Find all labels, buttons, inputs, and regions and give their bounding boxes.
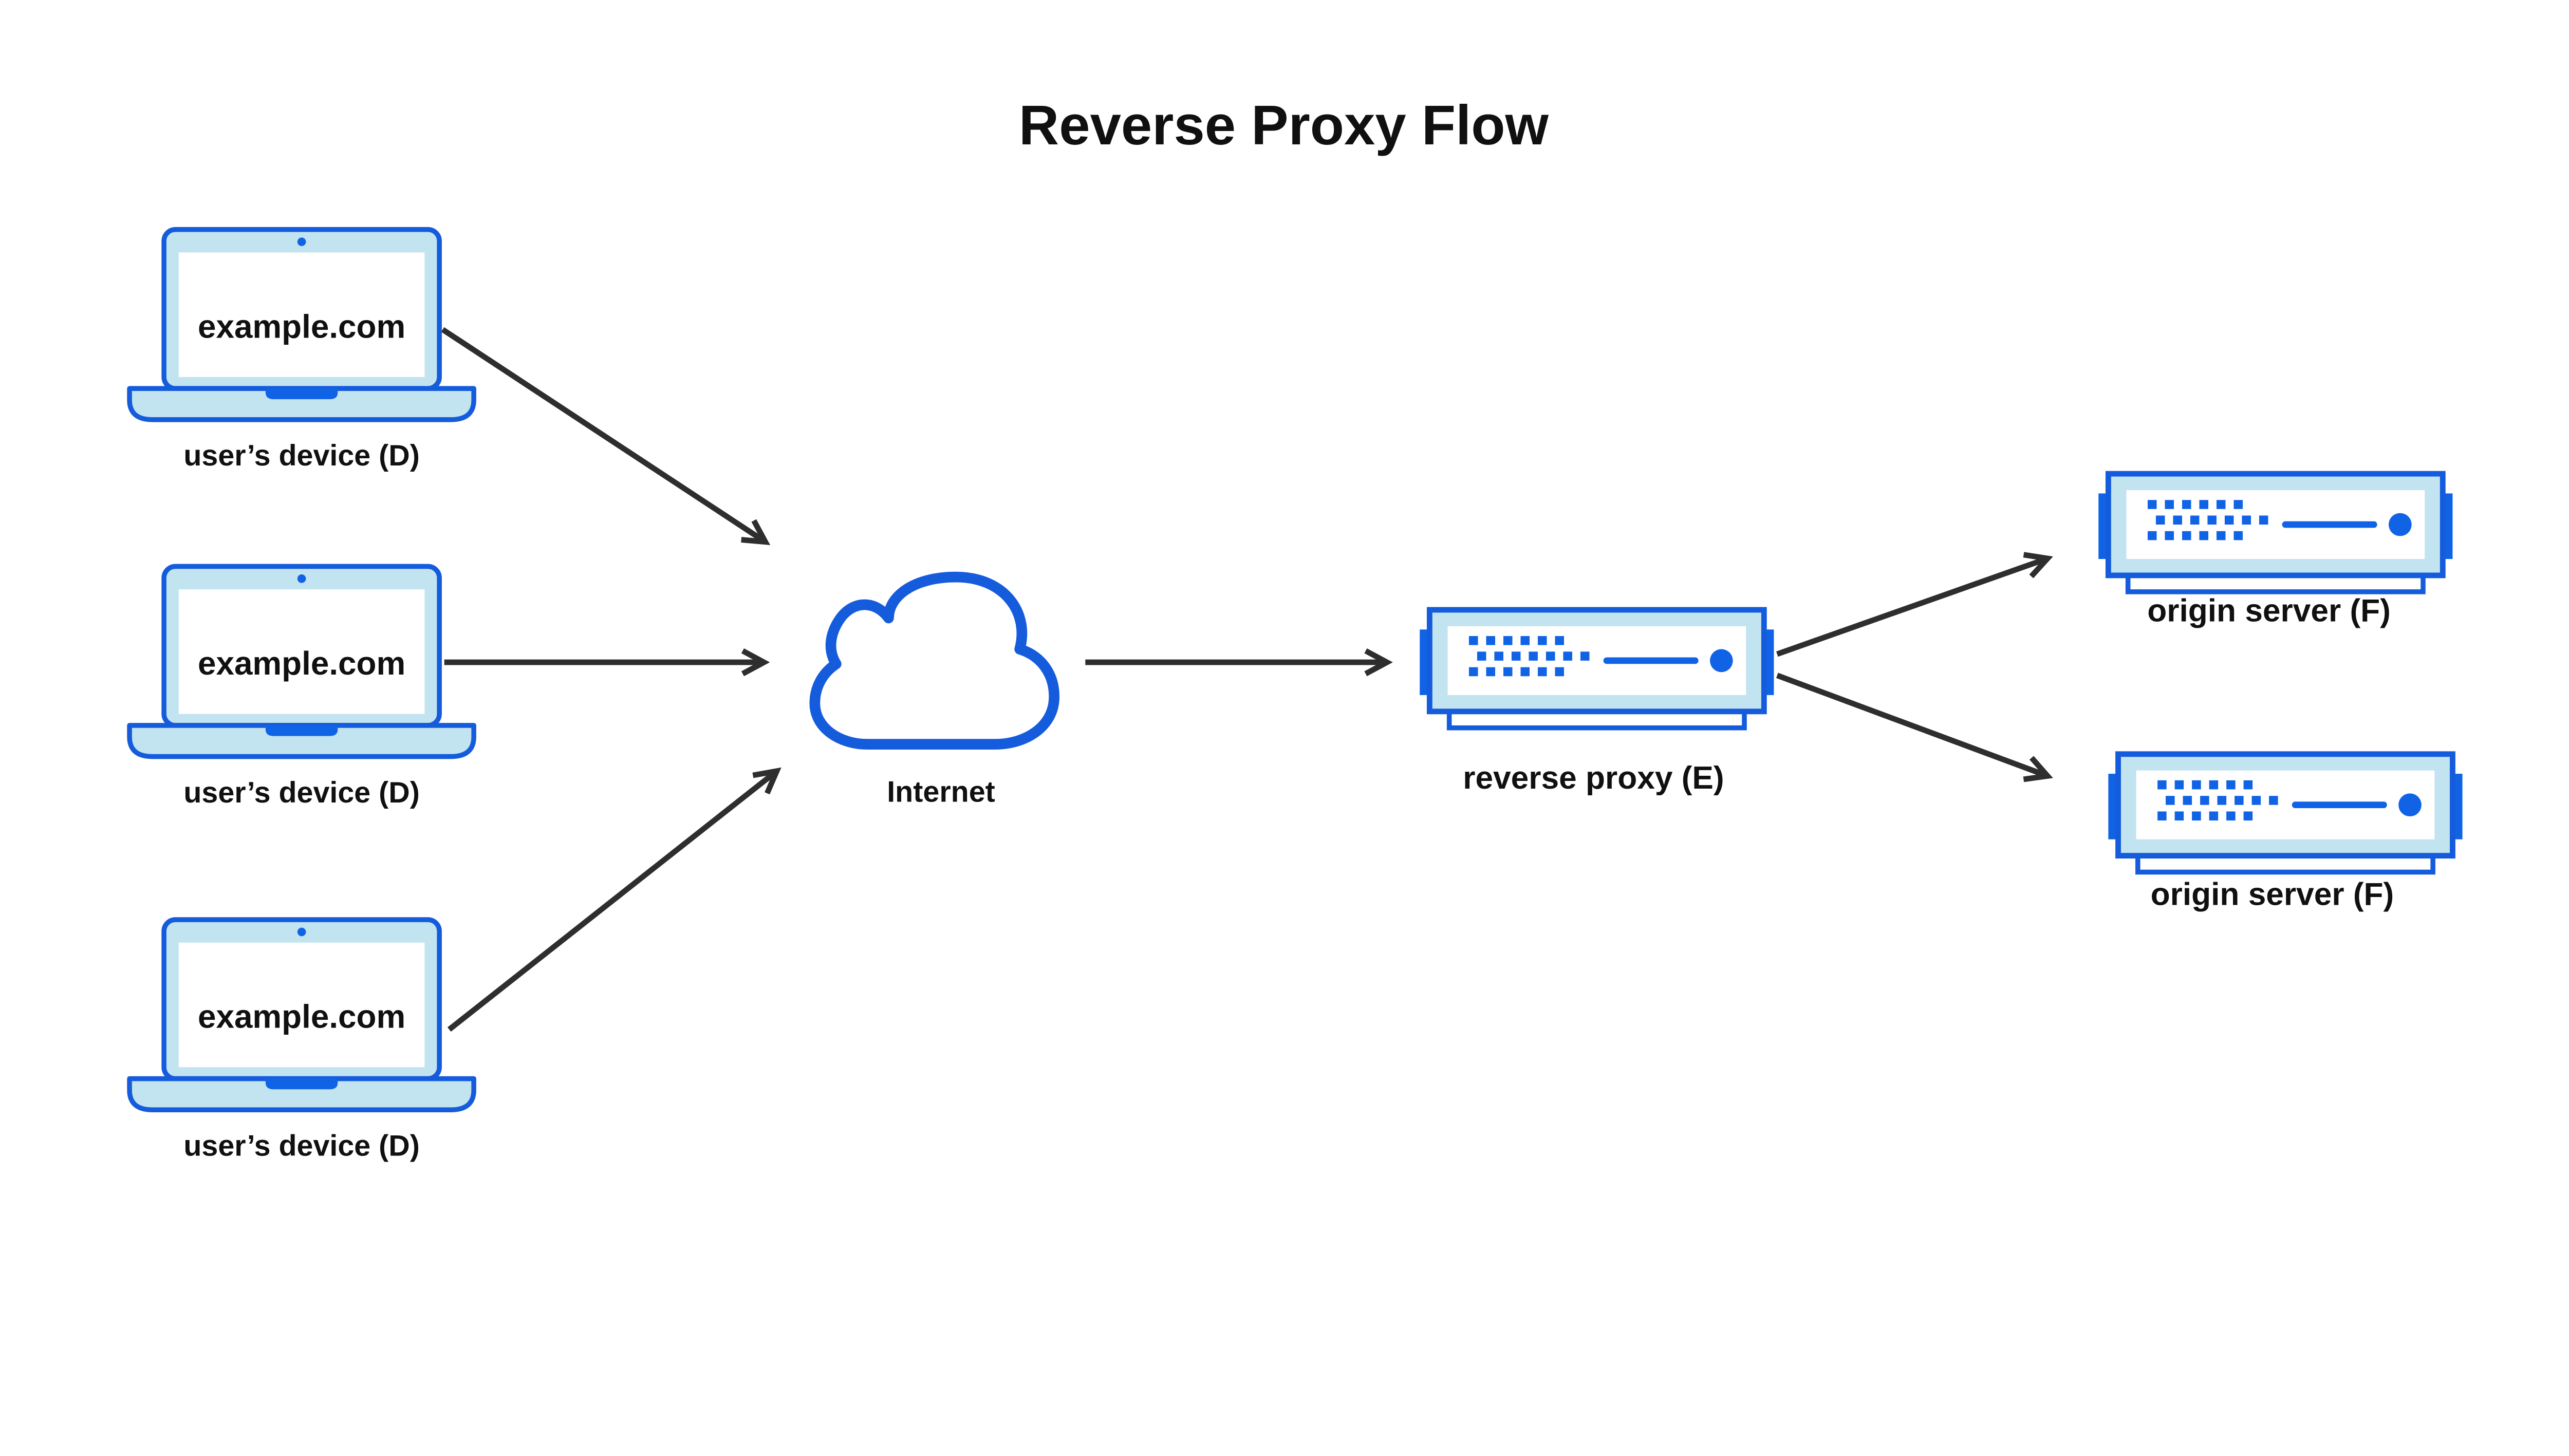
device-screen-text: example.com <box>198 998 405 1035</box>
reverse-proxy-label: reverse proxy (E) <box>1463 760 1724 796</box>
device-label: user’s device (D) <box>183 439 420 472</box>
arrow-proxy-to-origin1 <box>1776 552 2053 657</box>
diagram-stage: Reverse Proxy Flow example.com user’s de… <box>0 94 2569 1163</box>
reverse-proxy-flow-diagram: Reverse Proxy Flow example.com user’s de… <box>0 94 2569 1163</box>
reverse-proxy-node: reverse proxy (E) <box>1420 610 1774 796</box>
origin-server-2: origin server (F) <box>2108 754 2462 912</box>
server-icon <box>1420 610 1774 728</box>
flow-arrows <box>441 327 2053 1032</box>
arrow-proxy-to-origin2 <box>1776 673 2053 782</box>
server-icon <box>2098 474 2452 592</box>
page-title: Reverse Proxy Flow <box>1019 94 1549 156</box>
device-label: user’s device (D) <box>183 1130 420 1163</box>
cloud-icon <box>809 571 1060 750</box>
origin-server-label: origin server (F) <box>2147 593 2391 628</box>
user-device-3: example.com user’s device (D) <box>129 920 474 1163</box>
internet-label: Internet <box>887 775 995 808</box>
internet-node: Internet <box>809 571 1060 808</box>
arrow-device1-to-internet <box>441 327 771 546</box>
device-screen-text: example.com <box>198 645 405 682</box>
arrow-device3-to-internet <box>447 767 781 1032</box>
device-screen-text: example.com <box>198 308 405 345</box>
server-icon <box>2108 754 2462 872</box>
user-device-1: example.com user’s device (D) <box>129 230 474 472</box>
user-device-2: example.com user’s device (D) <box>129 566 474 809</box>
origin-server-label: origin server (F) <box>2151 876 2394 912</box>
origin-server-1: origin server (F) <box>2098 474 2452 628</box>
device-label: user’s device (D) <box>183 776 420 809</box>
